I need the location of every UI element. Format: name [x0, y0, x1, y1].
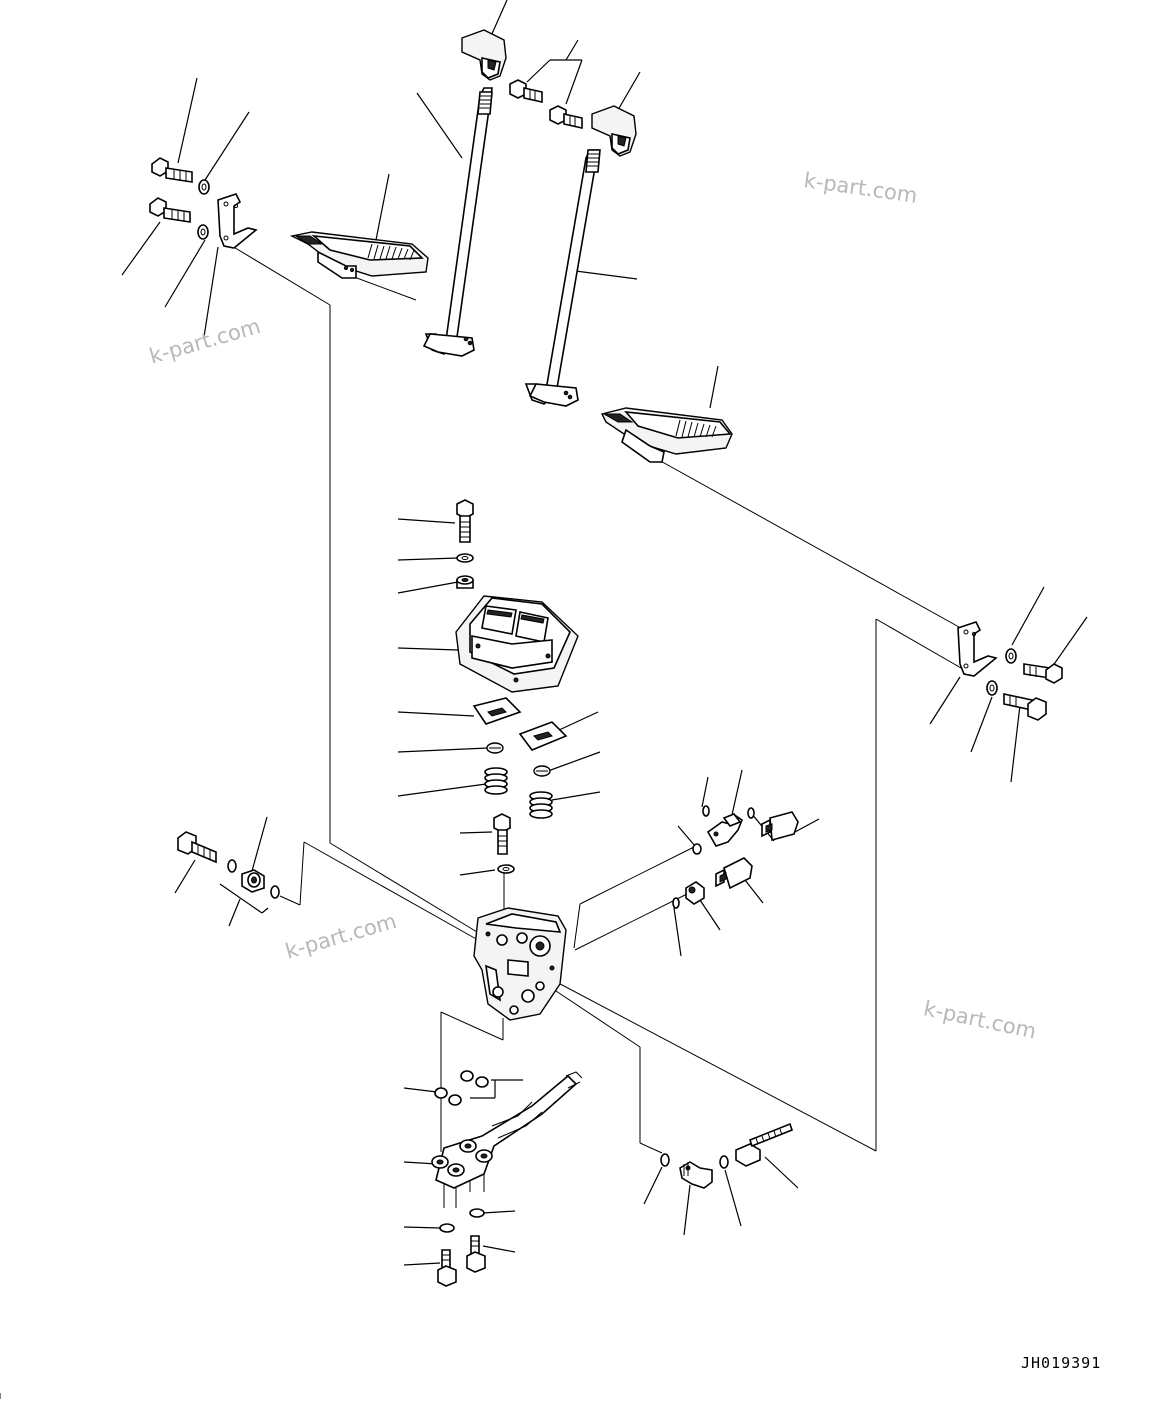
- cam-plate-left: [472, 697, 522, 725]
- washer-valve: [497, 864, 515, 874]
- rod-right: [524, 149, 601, 407]
- bolt-lower-left: [149, 197, 191, 223]
- pressure-switch-top: [761, 811, 799, 842]
- spring-right: [529, 791, 553, 819]
- bolt-upper-right: [1023, 663, 1063, 684]
- o-ring-fitting-a: [702, 805, 710, 817]
- elbow-fitting: [706, 813, 743, 847]
- pressure-switch-lower: [715, 857, 753, 890]
- o-ring-flange-a: [434, 1087, 448, 1099]
- o-ring-flange-f: [469, 1208, 485, 1218]
- washer-upper-left: [198, 179, 210, 195]
- o-ring-flange-b: [448, 1094, 462, 1106]
- o-ring-lower-b: [719, 1155, 729, 1169]
- washer-lower-left: [197, 224, 209, 240]
- spring-left: [484, 767, 508, 795]
- ppc-valve-body: [473, 907, 567, 1021]
- o-ring-fitting-c: [692, 843, 702, 855]
- o-ring-fitting-b: [747, 807, 755, 819]
- bolt-side-left: [177, 831, 217, 864]
- plug-fitting: [685, 881, 705, 905]
- hose-assembly: [431, 1071, 583, 1189]
- pedal-right: [600, 407, 733, 463]
- o-ring-lower-a: [660, 1153, 670, 1167]
- drawing-code: JH019391: [1021, 1354, 1102, 1372]
- o-ring-flange-e: [439, 1223, 455, 1233]
- bolt-valve: [493, 813, 511, 855]
- bracket-left: [217, 193, 258, 249]
- o-ring-side-b: [270, 885, 280, 899]
- o-ring-flange-c: [460, 1070, 474, 1082]
- bracket-right: [957, 621, 998, 677]
- bolt-flange-left: [437, 1249, 457, 1287]
- bolt-lower-right: [1003, 693, 1047, 721]
- plug-side: [241, 869, 265, 893]
- o-ring-fitting-d: [672, 897, 680, 909]
- handle-left-top: [461, 29, 507, 81]
- handle-right-top: [591, 105, 637, 157]
- washer-cover: [456, 553, 474, 563]
- bolt-cover: [456, 499, 474, 543]
- leader-lines: [0, 0, 1088, 1399]
- washer-lower-right: [986, 680, 998, 696]
- bolt-flange-right: [466, 1235, 486, 1273]
- elbow-lower: [679, 1161, 713, 1189]
- valve-cover: [455, 595, 579, 693]
- bolt-top-a: [509, 79, 543, 103]
- bolt-top-b: [549, 105, 583, 129]
- sensor-lower: [735, 1122, 793, 1167]
- o-ring-flange-d: [475, 1076, 489, 1088]
- retainer-left: [486, 742, 504, 754]
- bolt-upper-left: [151, 157, 193, 183]
- retainer-right: [533, 765, 551, 777]
- cam-plate-right: [518, 721, 568, 751]
- pedal-left: [289, 231, 429, 279]
- rod-left: [422, 87, 493, 357]
- washer-upper-right: [1005, 648, 1017, 664]
- spacer-cover: [456, 575, 474, 589]
- o-ring-side-a: [227, 859, 237, 873]
